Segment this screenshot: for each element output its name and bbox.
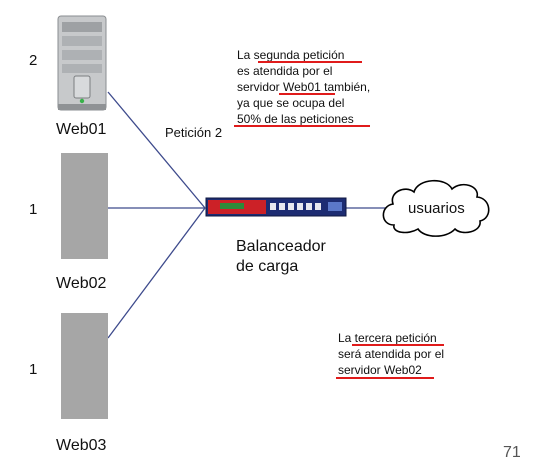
load-balancer-label-line1: Balanceador [236, 238, 326, 255]
highlight-underline [258, 61, 362, 63]
connector-web03 [107, 207, 206, 339]
web02-request-count: 1 [29, 201, 38, 218]
highlight-underline [279, 93, 335, 95]
server-tower-icon [57, 15, 107, 111]
page-number: 71 [503, 444, 521, 461]
note-top-line: servidor Web01 también, [237, 80, 371, 94]
note-bottom-line: servidor Web02 [338, 363, 422, 377]
edge-label-peticion-2: Petición 2 [165, 125, 223, 140]
web02-label: Web02 [56, 275, 107, 292]
note-top-line: La segunda petición [237, 48, 345, 62]
connector-web01 [107, 91, 206, 209]
load-balancer-label: Balanceador de carga [236, 237, 326, 277]
load-balancer-label-line2: de carga [236, 258, 299, 275]
cloud-label: usuarios [408, 200, 465, 217]
web03-label: Web03 [56, 437, 107, 454]
load-balancer-icon [205, 197, 347, 217]
note-top-line: es atendida por el [237, 64, 333, 78]
note-bottom-line: La tercera petición [338, 331, 437, 345]
note-bottom-line: será atendida por el [338, 347, 445, 361]
web01-request-count: 2 [29, 52, 38, 69]
server-web03-block [61, 313, 108, 419]
highlight-underline [336, 377, 434, 379]
highlight-underline [352, 344, 444, 346]
cloud-icon [382, 179, 490, 237]
note-top: La segunda petición es atendida por el s… [237, 47, 370, 127]
server-web02-block [61, 153, 108, 259]
web01-label: Web01 [56, 121, 107, 138]
highlight-underline [234, 125, 370, 127]
note-top-line: 50% de las peticiones [237, 112, 354, 126]
note-bottom: La tercera petición será atendida por el… [338, 330, 444, 378]
note-top-line: ya que se ocupa del [237, 96, 345, 110]
web03-request-count: 1 [29, 361, 38, 378]
